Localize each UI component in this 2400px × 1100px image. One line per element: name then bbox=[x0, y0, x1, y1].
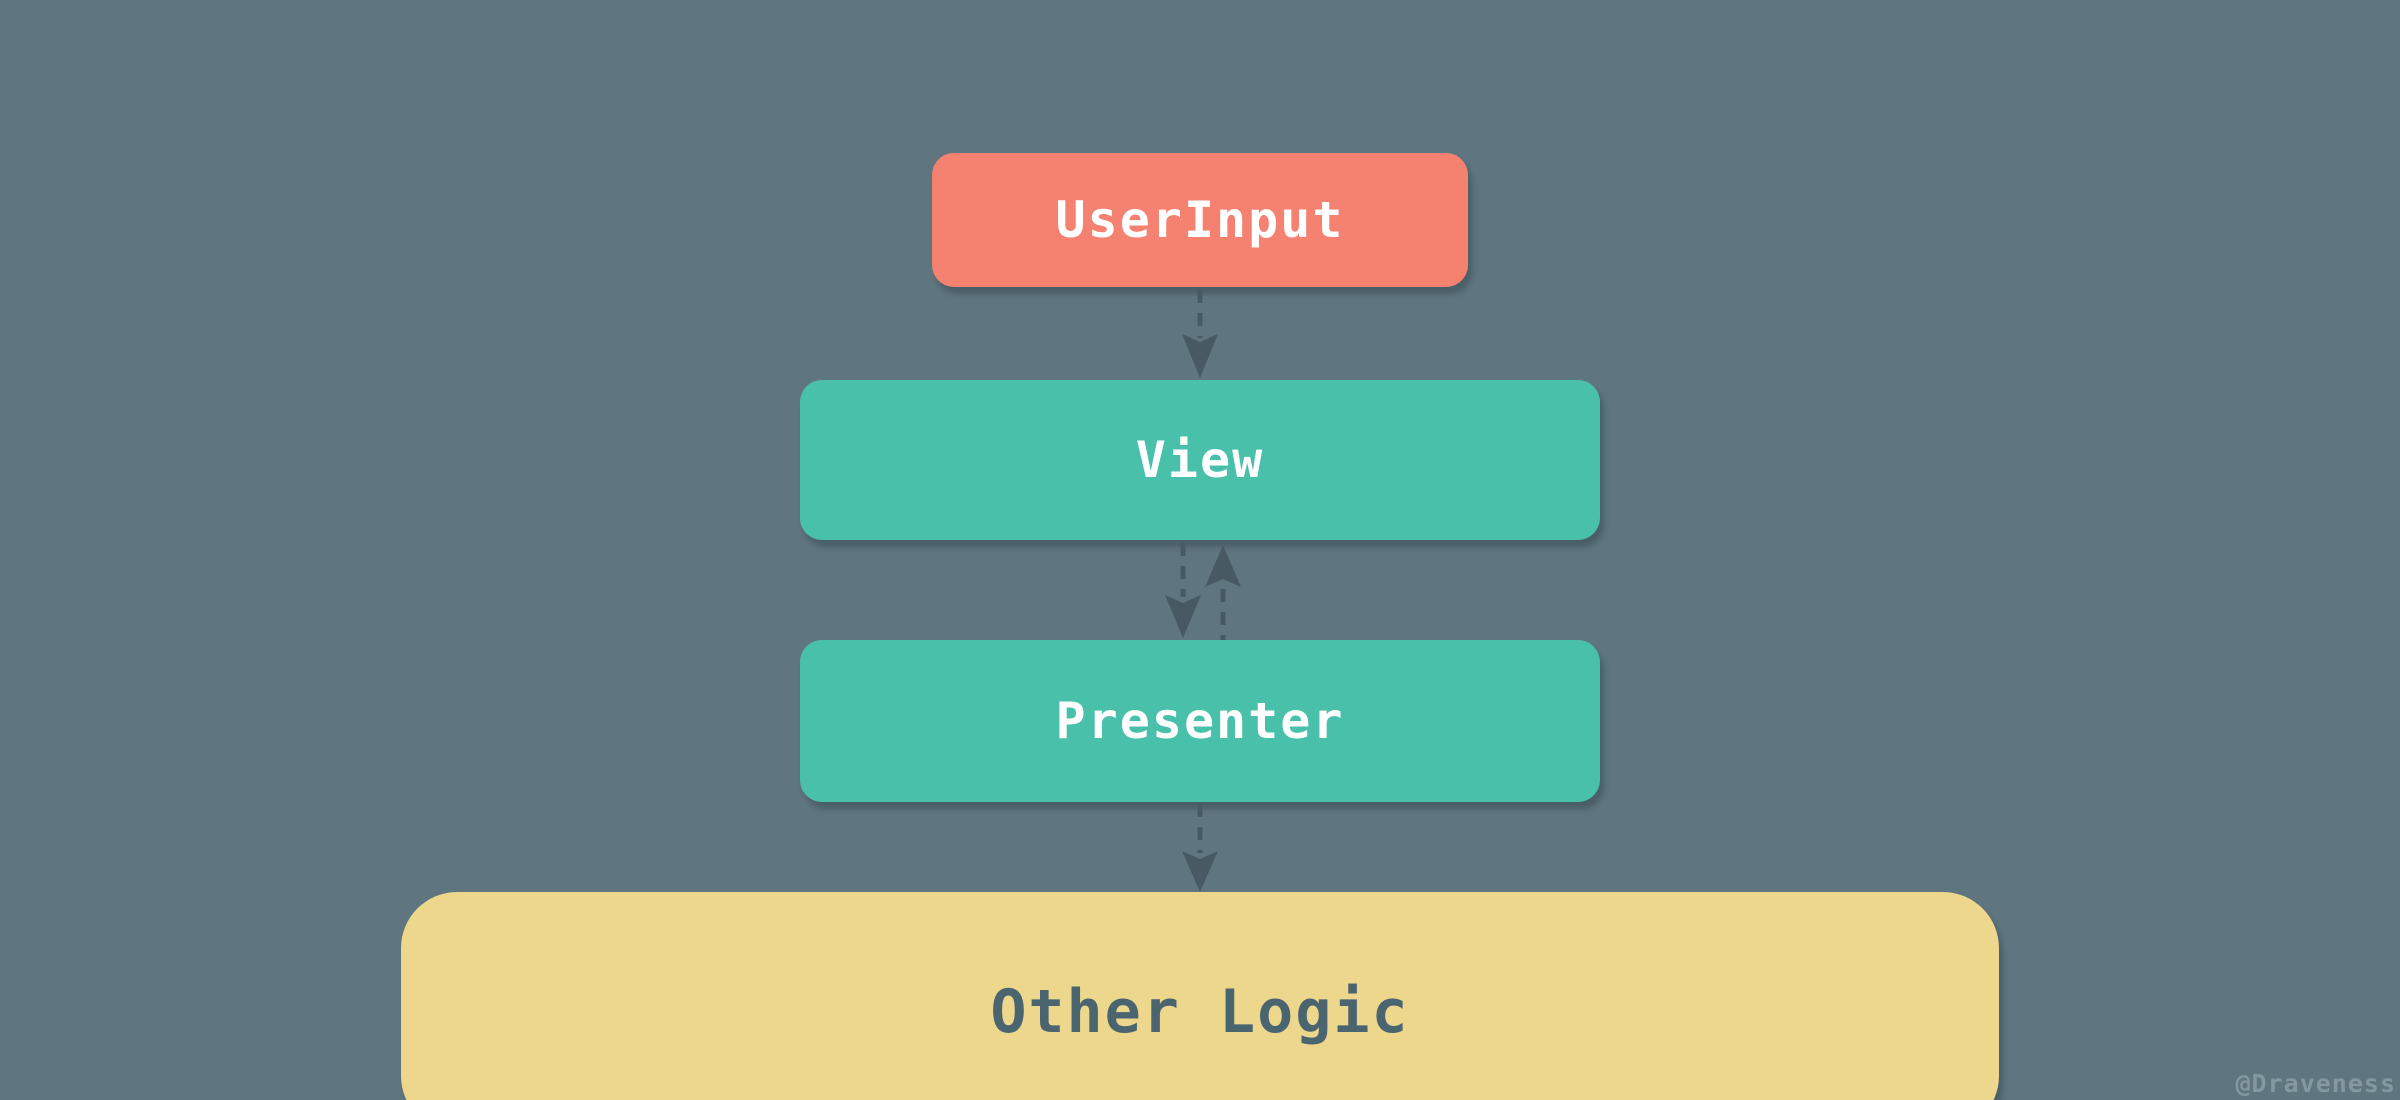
node-other-logic-label: Other Logic bbox=[990, 977, 1410, 1047]
node-view: View bbox=[800, 380, 1600, 540]
arrowhead-down-icon bbox=[1165, 595, 1201, 638]
arrowhead-up-icon bbox=[1205, 545, 1241, 587]
arrow-presenter-to-other-logic bbox=[1182, 804, 1218, 892]
node-other-logic: Other Logic bbox=[401, 892, 1999, 1100]
arrow-view-to-presenter bbox=[1165, 543, 1201, 638]
node-presenter-label: Presenter bbox=[1055, 692, 1345, 750]
node-user-input-label: UserInput bbox=[1055, 191, 1345, 249]
arrow-presenter-to-view bbox=[1205, 545, 1241, 642]
arrow-userinput-to-view bbox=[1182, 290, 1218, 378]
node-user-input: UserInput bbox=[932, 153, 1468, 287]
watermark: @Draveness bbox=[2235, 1069, 2396, 1098]
arrowhead-down-icon bbox=[1182, 334, 1218, 378]
node-view-label: View bbox=[1135, 431, 1265, 489]
node-presenter: Presenter bbox=[800, 640, 1600, 802]
arrowhead-down-icon bbox=[1182, 851, 1218, 892]
